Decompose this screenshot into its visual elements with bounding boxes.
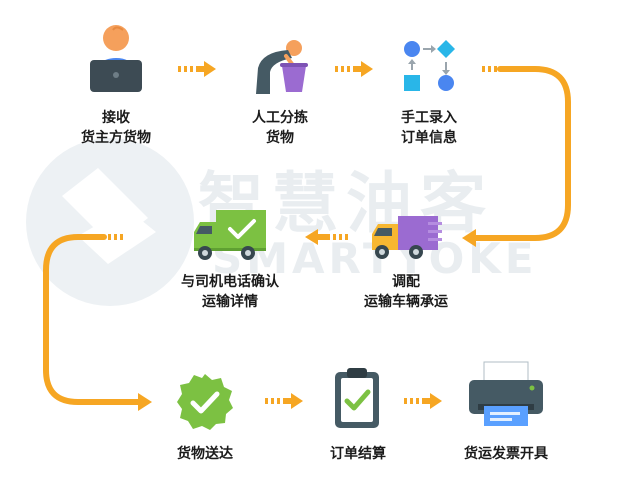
step-1-subtitle: 货主方货物 bbox=[81, 130, 151, 146]
check-badge-icon bbox=[177, 374, 233, 430]
step-4-subtitle: 运输车辆承运 bbox=[364, 294, 448, 310]
step-4-label: 调配 运输车辆承运 bbox=[346, 272, 466, 312]
step-6-label: 货物送达 bbox=[150, 444, 260, 464]
arrow-2-3 bbox=[335, 61, 373, 77]
arrow-4-5 bbox=[305, 229, 348, 245]
step-2-title: 人工分拣 bbox=[252, 110, 308, 126]
printer-icon bbox=[469, 361, 543, 426]
arrow-5-6-curve bbox=[43, 234, 152, 411]
step-4-title: 调配 bbox=[392, 274, 420, 290]
step-7-title: 订单结算 bbox=[330, 446, 386, 462]
fast-truck-icon bbox=[372, 216, 442, 259]
step-1-title: 接收 bbox=[102, 110, 130, 126]
step-5-title: 与司机电话确认 bbox=[181, 274, 279, 290]
step-5-subtitle: 运输详情 bbox=[202, 294, 258, 310]
arrow-1-2 bbox=[178, 61, 216, 77]
step-7-label: 订单结算 bbox=[303, 444, 413, 464]
step-8-label: 货运发票开具 bbox=[441, 444, 571, 464]
step-2-subtitle: 货物 bbox=[266, 130, 294, 146]
person-laptop-icon bbox=[90, 25, 142, 92]
step-2-label: 人工分拣 货物 bbox=[225, 108, 335, 148]
step-3-title: 手工录入 bbox=[401, 110, 457, 126]
step-3-subtitle: 订单信息 bbox=[401, 130, 457, 146]
arrow-7-8 bbox=[404, 393, 442, 409]
step-5-label: 与司机电话确认 运输详情 bbox=[168, 272, 292, 312]
arrow-6-7 bbox=[265, 393, 303, 409]
step-3-label: 手工录入 订单信息 bbox=[374, 108, 484, 148]
person-sorting-icon bbox=[256, 40, 308, 94]
truck-check-icon bbox=[194, 210, 266, 260]
arrow-3-4-curve bbox=[462, 66, 571, 247]
step-6-title: 货物送达 bbox=[177, 446, 233, 462]
clipboard-check-icon bbox=[335, 368, 379, 428]
step-1-label: 接收 货主方货物 bbox=[58, 108, 174, 148]
step-8-title: 货运发票开具 bbox=[464, 446, 548, 462]
flowchart-icon bbox=[404, 40, 455, 91]
